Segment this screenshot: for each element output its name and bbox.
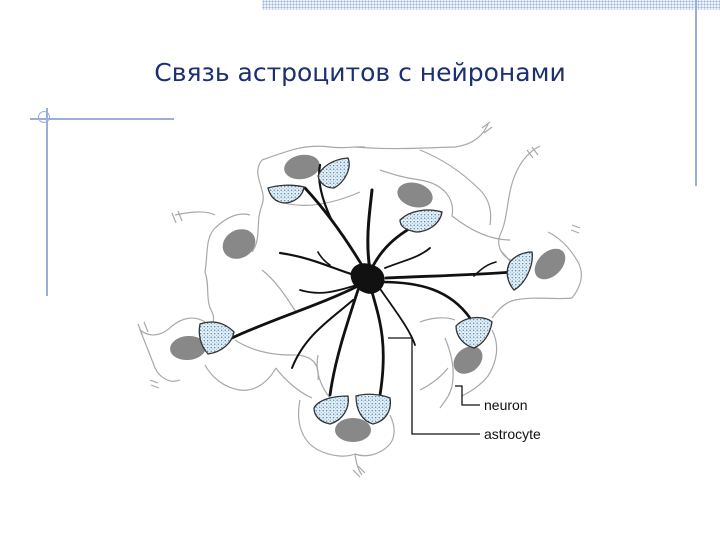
neuron-body xyxy=(170,335,206,361)
astrocyte xyxy=(230,163,514,397)
label-leaders xyxy=(388,337,480,435)
title-underline-rule xyxy=(30,118,174,120)
astrocyte-label: astrocyte xyxy=(484,426,541,442)
neuron-label: neuron xyxy=(484,397,528,413)
slide-title: Связь астроцитов с нейронами xyxy=(154,58,566,87)
endfoot xyxy=(355,393,392,425)
endfoot xyxy=(267,184,305,204)
process-end-ticks xyxy=(137,121,581,478)
neuron-body xyxy=(453,346,483,374)
endfoot xyxy=(399,209,443,233)
endfoot xyxy=(313,395,349,425)
neuron-body xyxy=(335,418,371,442)
corner-ornament xyxy=(38,111,50,123)
top-decorative-band xyxy=(262,0,720,10)
right-decorative-rule xyxy=(695,0,697,186)
astrocyte-endfeet xyxy=(198,157,533,425)
neuron-body xyxy=(284,154,320,180)
neuron-body xyxy=(534,248,566,280)
endfoot xyxy=(198,321,235,355)
endfoot xyxy=(455,316,493,349)
endfoot xyxy=(506,251,533,291)
neuron-body xyxy=(222,229,256,259)
neuron-body xyxy=(397,182,433,208)
endfoot xyxy=(317,157,350,189)
neuron-cell-bodies xyxy=(170,154,566,442)
left-decorative-rule xyxy=(46,108,48,296)
